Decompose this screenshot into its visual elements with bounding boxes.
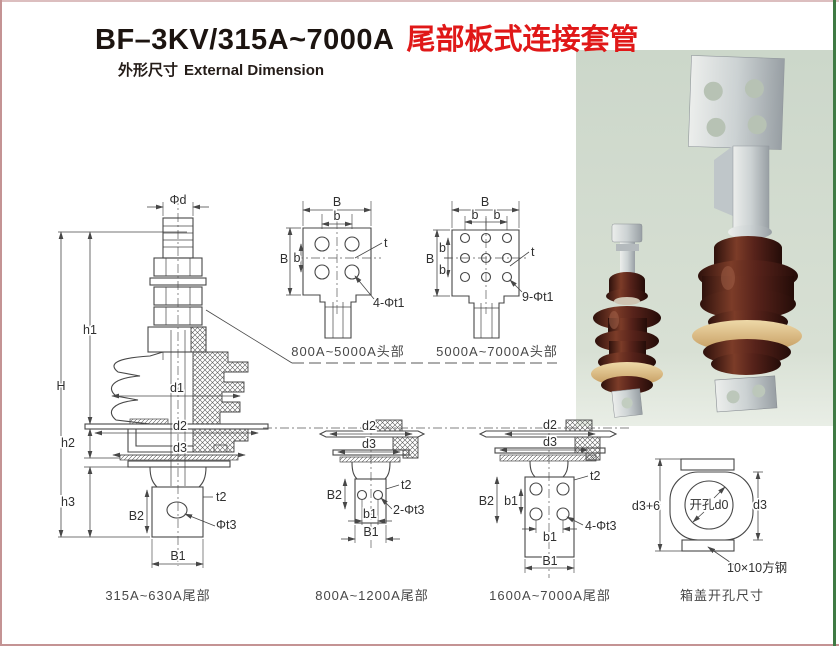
dim-label-tl-d2: d2 [543,418,557,432]
dim-label-tl-b1-v: b1 [504,494,518,508]
dim-label-tm-d2: d2 [362,419,376,433]
drawing-head-large: B b b B b b t 9-Φt1 5000A~7000A头部 [424,194,558,361]
caption-tail-mid: 800A~1200A尾部 [315,588,429,603]
dim-label-h1: h1 [83,323,97,337]
dim-label-tl-holes: 4-Φt3 [585,519,617,533]
dim-label-hl-b-top-2: b [494,208,501,222]
dim-label-tm-holes: 2-Φt3 [393,503,425,517]
dim-label-hl-b-top-1: b [472,208,479,222]
page-border-top [0,0,839,2]
dim-label-B1-main: B1 [170,549,185,563]
dim-label-hs-B-top: B [333,195,341,209]
photo-bushing-large [688,55,802,413]
dim-label-hl-b-left-1: b [439,241,446,255]
drawing-head-small: B b B b t 4-Φt1 800A~5000A头部 [278,194,406,361]
dim-label-d3-main: d3 [173,441,187,455]
dim-label-d2-main: d2 [173,419,187,433]
dim-label-tl-b1-h: b1 [543,530,557,544]
photo-bushing-small [591,223,663,418]
dim-label-tl-t2: t2 [590,469,600,483]
dim-label-h3: h3 [61,495,75,509]
caption-head-small: 800A~5000A头部 [291,344,405,359]
dim-label-tm-B2: B2 [327,488,342,502]
page-border-bottom [0,644,839,646]
drawing-tail-mid: d2 d3 B2 t2 2-Φt3 b1 B1 800A~1200A尾部 [314,418,430,605]
drawing-main-section: Φd H h1 h2 h3 d1 d2 d3 B2 t2 Φt3 [55,192,557,605]
dim-label-tm-B1: B1 [363,525,378,539]
dim-label-hs-t: t [384,236,388,250]
caption-tail-large: 1600A~7000A尾部 [489,588,611,603]
dim-label-phi-t3: Φt3 [216,518,236,532]
dim-label-cover-bar: 10×10方钢 [727,560,787,575]
dim-label-hs-b-left: b [294,251,301,265]
page-border-left [0,0,2,646]
dim-label-B2-main: B2 [129,509,144,523]
dim-label-H: H [56,379,65,393]
dim-label-tl-B2: B2 [479,494,494,508]
product-photo [576,50,834,426]
dim-label-tm-d3: d3 [362,437,376,451]
subtitle-cn: 外形尺寸 [118,62,179,79]
dim-label-tl-B1: B1 [542,554,557,568]
subtitle-en: External Dimension [184,62,325,79]
dim-label-tm-t2: t2 [401,478,411,492]
dim-label-hs-B-left: B [280,252,288,266]
caption-main: 315A~630A尾部 [105,588,210,603]
caption-head-large: 5000A~7000A头部 [436,344,558,359]
dim-label-hl-b-left-2: b [439,263,446,277]
dim-label-cover-hole: 开孔d0 [690,498,729,512]
caption-cover: 箱盖开孔尺寸 [680,588,764,603]
page-subtitle: 外形尺寸 External Dimension [118,59,324,80]
dim-label-t2-main: t2 [216,490,226,504]
dim-label-phi-d: Φd [170,193,187,207]
page-title: BF–3KV/315A~7000A 尾部板式连接套管 [95,16,639,58]
dim-label-cover-d3: d3 [753,498,767,512]
dim-label-d1: d1 [170,381,184,395]
drawing-cover-hole: 开孔d0 d3+6 d3 10×10方钢 箱盖开孔尺寸 [630,458,789,605]
dim-label-hl-B-top: B [481,195,489,209]
dim-label-hl-B-left: B [426,252,434,266]
dim-label-hl-t: t [531,245,535,259]
drawing-tail-large: d2 d3 B2 b1 t2 4-Φt3 b1 B1 1600A~7000A尾部 [477,417,618,605]
page-border-right [833,0,836,646]
dim-label-h2: h2 [61,436,75,450]
dim-label-hs-b-top: b [334,209,341,223]
dim-label-tm-b1: b1 [363,507,377,521]
dim-label-tl-d3: d3 [543,435,557,449]
dim-label-hl-holes: 9-Φt1 [522,290,554,304]
page-title-model: BF–3KV/315A~7000A [95,24,395,56]
dim-label-cover-total: d3+6 [632,499,660,513]
dim-label-hs-holes: 4-Φt1 [373,296,405,310]
page-title-cn: 尾部板式连接套管 [406,24,639,56]
